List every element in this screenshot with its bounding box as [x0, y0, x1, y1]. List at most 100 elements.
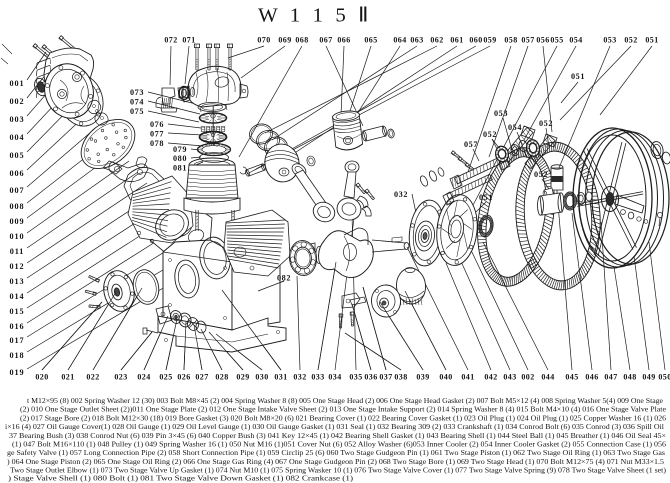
- svg-text:005: 005: [10, 151, 25, 160]
- svg-text:078: 078: [150, 139, 164, 148]
- svg-text:001: 001: [10, 79, 25, 88]
- svg-text:056: 056: [536, 36, 549, 45]
- svg-text:045: 045: [565, 373, 578, 382]
- svg-text:069: 069: [278, 36, 291, 45]
- svg-text:002: 002: [521, 373, 534, 382]
- svg-text:003: 003: [10, 115, 25, 124]
- svg-text:014: 014: [10, 292, 25, 301]
- svg-text:038: 038: [394, 373, 407, 382]
- svg-text:079: 079: [173, 145, 187, 154]
- svg-text:053: 053: [494, 109, 508, 118]
- svg-text:051: 051: [571, 72, 585, 81]
- svg-text:072: 072: [164, 36, 177, 45]
- svg-text:i×16 (4) 027 Oil Gauge Cover(1: i×16 (4) 027 Oil Gauge Cover(1) 028 Oil …: [5, 422, 664, 431]
- svg-text:024: 024: [137, 373, 150, 382]
- svg-text:030: 030: [255, 373, 268, 382]
- svg-text:052: 052: [534, 170, 548, 179]
- svg-text:036: 036: [364, 373, 377, 382]
- svg-text:028: 028: [215, 373, 228, 382]
- svg-text:048: 048: [623, 373, 636, 382]
- svg-text:054: 054: [508, 123, 522, 132]
- svg-text:032: 032: [293, 373, 306, 382]
- svg-text:013: 013: [10, 277, 25, 286]
- svg-text:057: 057: [464, 140, 478, 149]
- svg-text:002: 002: [10, 97, 25, 106]
- svg-text:065: 065: [364, 36, 377, 45]
- svg-text:068: 068: [295, 36, 308, 45]
- svg-text:064: 064: [393, 36, 406, 45]
- svg-text:077: 077: [150, 130, 164, 139]
- svg-text:041: 041: [461, 373, 474, 382]
- svg-text:Two Stage Outlet Elbow (1) 073: Two Stage Outlet Elbow (1) 073 Two Stage…: [10, 466, 666, 475]
- svg-text:015: 015: [10, 307, 25, 316]
- svg-text:029: 029: [236, 373, 249, 382]
- svg-text:055: 055: [550, 36, 563, 45]
- svg-text:019: 019: [10, 368, 25, 377]
- svg-text:051: 051: [645, 36, 658, 45]
- svg-text:010: 010: [10, 232, 25, 241]
- svg-text:017: 017: [10, 336, 25, 345]
- svg-text:037: 037: [379, 373, 392, 382]
- svg-text:021: 021: [61, 373, 74, 382]
- svg-text:060: 060: [469, 36, 482, 45]
- svg-text:040: 040: [439, 373, 452, 382]
- svg-text:W 1 1 5 Ⅱ: W 1 1 5 Ⅱ: [258, 5, 372, 27]
- svg-text:044: 044: [541, 373, 554, 382]
- svg-text:37 Bearing Bush (3) 038 Conrod: 37 Bearing Bush (3) 038 Conrod Nut (6) 0…: [9, 431, 666, 440]
- svg-text:026: 026: [177, 373, 190, 382]
- svg-text:022: 022: [86, 373, 99, 382]
- svg-text:039: 039: [416, 373, 429, 382]
- svg-text:032: 032: [394, 190, 408, 199]
- svg-text:ge Safety Valve (1) 057 Long C: ge Safety Valve (1) 057 Long Connection …: [7, 448, 665, 457]
- svg-text:070: 070: [257, 36, 270, 45]
- svg-text:073: 073: [130, 88, 144, 97]
- svg-text:047: 047: [604, 373, 617, 382]
- svg-text:025: 025: [159, 373, 172, 382]
- svg-text:(1) 047 Bolt M16×110 (1) 048 P: (1) 047 Bolt M16×110 (1) 048 Pulley (1) …: [12, 440, 666, 449]
- svg-text:052: 052: [483, 130, 497, 139]
- svg-text:) Stage Valve Shell (1) 080 Bo: ) Stage Valve Shell (1) 080 Bolt (1) 081…: [8, 474, 354, 483]
- svg-text:t M12×95 (8) 002 Spring Washer: t M12×95 (8) 002 Spring Washer 12 (30) 0…: [27, 396, 664, 405]
- svg-text:058: 058: [504, 36, 517, 45]
- svg-text:008: 008: [10, 202, 25, 211]
- svg-text:018: 018: [10, 351, 25, 360]
- svg-text:061: 061: [450, 36, 463, 45]
- svg-text:063: 063: [410, 36, 423, 45]
- svg-text:007: 007: [10, 186, 25, 195]
- svg-text:051: 051: [479, 193, 493, 202]
- svg-text:006: 006: [10, 169, 25, 178]
- svg-text:074: 074: [130, 98, 144, 107]
- svg-text:050: 050: [658, 373, 670, 382]
- svg-text:(2) 017 Stage Bore (2) 018 Bol: (2) 017 Stage Bore (2) 018 Bolt M12×30 (…: [20, 413, 666, 422]
- svg-text:034: 034: [328, 373, 341, 382]
- svg-text:049: 049: [642, 373, 655, 382]
- svg-text:067: 067: [319, 36, 332, 45]
- svg-text:075: 075: [130, 107, 144, 116]
- svg-text:012: 012: [10, 262, 25, 271]
- svg-text:062: 062: [430, 36, 443, 45]
- svg-text:033: 033: [311, 373, 324, 382]
- svg-text:080: 080: [173, 154, 187, 163]
- svg-text:043: 043: [503, 373, 516, 382]
- svg-text:042: 042: [484, 373, 497, 382]
- svg-text:023: 023: [114, 373, 127, 382]
- svg-text:057: 057: [521, 36, 534, 45]
- svg-text:052: 052: [539, 119, 553, 128]
- svg-text:053: 053: [603, 36, 616, 45]
- svg-text:004: 004: [10, 133, 25, 142]
- svg-text:046: 046: [585, 373, 598, 382]
- svg-text:031: 031: [274, 373, 287, 382]
- svg-text:) 064 One Stage Piston (2) 065: ) 064 One Stage Piston (2) 065 One Stage…: [7, 457, 664, 466]
- svg-text:009: 009: [10, 217, 25, 226]
- svg-text:082: 082: [277, 274, 291, 283]
- svg-text:011: 011: [10, 247, 25, 256]
- svg-text:054: 054: [569, 36, 582, 45]
- svg-text:076: 076: [150, 120, 164, 129]
- svg-text:052: 052: [624, 36, 637, 45]
- svg-text:059: 059: [483, 36, 496, 45]
- svg-text:035: 035: [349, 373, 362, 382]
- svg-text:027: 027: [195, 373, 208, 382]
- svg-text:016: 016: [10, 322, 25, 331]
- svg-text:071: 071: [182, 36, 195, 45]
- svg-text:020: 020: [35, 373, 48, 382]
